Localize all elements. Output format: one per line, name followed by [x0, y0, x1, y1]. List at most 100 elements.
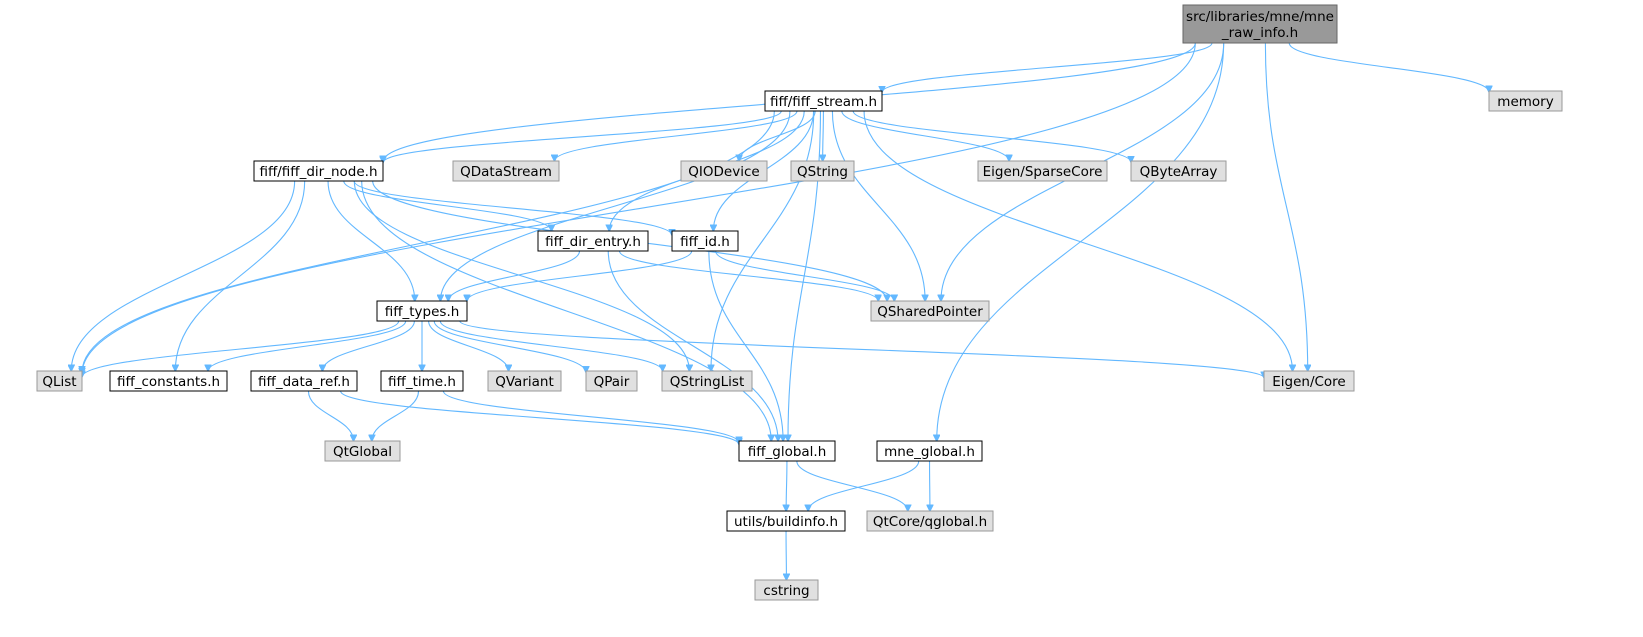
node-label: _raw_info.h	[1221, 25, 1298, 41]
node-box	[866, 510, 994, 532]
edge-fiff_stream-to-qdatastream	[554, 110, 798, 161]
node-box	[764, 90, 883, 112]
node-box	[109, 370, 228, 392]
edge-fiff_stream-to-qsharedpointer	[831, 110, 925, 301]
edge-root-to-memory	[1288, 42, 1489, 92]
node-box	[790, 160, 855, 182]
node-box	[870, 300, 990, 322]
edge-fiff_dir_entry-to-qsharedpointer	[618, 250, 878, 301]
edge-fiff_stream-to-fiff_types	[440, 110, 791, 301]
edge-fiff_global-to-qcore_qglobal	[796, 460, 908, 511]
node-label: fiff_dir_entry.h	[545, 234, 641, 250]
node-label: QPair	[594, 374, 630, 390]
node-label: QList	[42, 374, 76, 390]
node-label: Eigen/SparseCore	[983, 164, 1103, 180]
node-box	[1263, 370, 1355, 392]
edge-fiff_types-to-eigen_core	[459, 320, 1264, 378]
node-buildinfo[interactable]: utils/buildinfo.h	[726, 510, 846, 532]
node-box	[250, 370, 358, 392]
edge-fiff_types-to-qpair	[433, 320, 586, 372]
node-box	[537, 230, 649, 252]
node-qtglobal: QtGlobal	[324, 440, 401, 462]
node-qdatastream: QDataStream	[452, 160, 560, 182]
node-layer: src/libraries/mne/mne_raw_info.h fiff/fif…	[36, 4, 1563, 601]
node-qbytearray: QByteArray	[1130, 160, 1227, 182]
node-box	[585, 370, 638, 392]
node-box	[977, 160, 1108, 182]
node-box	[680, 160, 768, 182]
node-fiff-stream[interactable]: fiff/fiff_stream.h	[764, 90, 883, 112]
edge-fiff_stream-to-eigen_core	[863, 110, 1292, 371]
node-box	[661, 370, 753, 392]
node-box	[754, 579, 819, 601]
edge-fiff_stream-to-qstring	[823, 110, 824, 161]
node-box	[1130, 160, 1227, 182]
node-box	[324, 440, 401, 462]
edge-root-to-eigen_core	[1264, 42, 1307, 371]
edge-root-to-fiff_stream	[882, 42, 1213, 92]
node-label: fiff_global.h	[748, 444, 827, 460]
node-fiff-types[interactable]: fiff_types.h	[376, 300, 468, 322]
edge-fiff_stream-to-qiodevice	[739, 110, 816, 161]
node-label: fiff_id.h	[680, 234, 730, 250]
node-box	[452, 160, 560, 182]
node-qcore-qglobal: QtCore/qglobal.h	[866, 510, 994, 532]
node-label: QVariant	[495, 374, 554, 390]
edge-fiff_time-to-fiff_global	[442, 390, 739, 443]
edge-mne_global-to-buildinfo	[808, 460, 920, 511]
node-box	[487, 370, 562, 392]
node-label: cstring	[763, 583, 809, 599]
node-qiodevice: QIODevice	[680, 160, 768, 182]
node-qpair: QPair	[585, 370, 638, 392]
edge-fiff_stream-to-qstringlist	[711, 110, 815, 371]
node-qlist: QList	[36, 370, 83, 392]
node-label: utils/buildinfo.h	[734, 514, 838, 530]
node-fiff-time[interactable]: fiff_time.h	[380, 370, 464, 392]
edge-fiff_types-to-qlist	[82, 320, 400, 377]
node-label: QByteArray	[1140, 164, 1218, 180]
node-qvariant: QVariant	[487, 370, 562, 392]
node-label: QStringList	[670, 374, 745, 390]
edge-layer	[71, 42, 1489, 580]
node-box	[1488, 90, 1563, 112]
edge-fiff_dir_entry-to-fiff_types	[448, 250, 581, 301]
node-label: mne_global.h	[884, 444, 975, 460]
node-box	[726, 510, 846, 532]
edge-fiff_types-to-qstringlist	[439, 320, 662, 371]
node-label: fiff/fiff_stream.h	[770, 94, 877, 110]
edge-fiff_dir_node-to-qlist	[71, 180, 296, 371]
node-box	[1182, 4, 1338, 44]
edge-fiff_dir_entry-to-fiff_global	[607, 250, 778, 441]
node-fiff-dir-entry[interactable]: fiff_dir_entry.h	[537, 230, 649, 252]
node-fiff-constants[interactable]: fiff_constants.h	[109, 370, 228, 392]
node-fiff-id[interactable]: fiff_id.h	[671, 230, 739, 252]
node-fiff-dir-node[interactable]: fiff/fiff_dir_node.h	[253, 160, 384, 182]
node-fiff-global[interactable]: fiff_global.h	[738, 440, 836, 462]
node-box	[376, 300, 468, 322]
node-label: fiff/fiff_dir_node.h	[259, 164, 377, 180]
edge-root-to-qlist	[82, 42, 1196, 374]
node-label: QSharedPointer	[877, 304, 983, 320]
node-mne-global[interactable]: mne_global.h	[876, 440, 983, 462]
edge-fiff_stream-to-eigen_sparse	[841, 110, 1009, 161]
node-box	[253, 160, 384, 182]
node-cstring: cstring	[754, 579, 819, 601]
node-box	[380, 370, 464, 392]
edge-fiff_data_ref-to-fiff_global	[340, 390, 739, 445]
edge-fiff_types-to-qvariant	[428, 320, 509, 371]
node-memory: memory	[1488, 90, 1563, 112]
edge-fiff_data_ref-to-qtglobal	[307, 390, 353, 441]
node-fiff-data-ref[interactable]: fiff_data_ref.h	[250, 370, 358, 392]
node-eigen-sparse: Eigen/SparseCore	[977, 160, 1108, 182]
edge-fiff_global-to-buildinfo	[786, 460, 787, 511]
node-label: fiff_constants.h	[117, 374, 220, 390]
edge-fiff_types-to-fiff_data_ref	[322, 320, 415, 371]
node-qstringlist: QStringList	[661, 370, 753, 392]
node-label: QtGlobal	[333, 444, 392, 460]
node-root[interactable]: src/libraries/mne/mne_raw_info.h	[1182, 4, 1338, 44]
edge-fiff_stream-to-fiff_dir_node	[383, 110, 782, 163]
node-label: fiff_types.h	[385, 304, 460, 320]
node-label: fiff_data_ref.h	[258, 374, 350, 390]
edge-fiff_id-to-fiff_global	[708, 250, 783, 441]
